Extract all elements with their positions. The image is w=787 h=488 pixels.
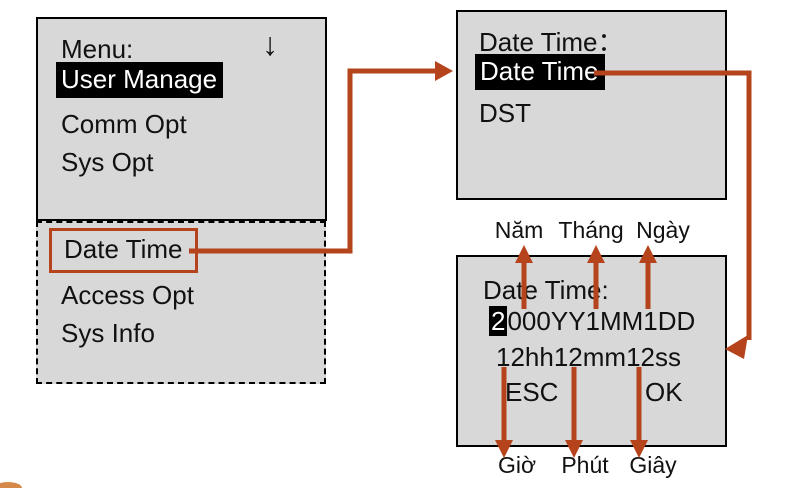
menu-item-date-time-label: Date Time bbox=[64, 234, 183, 264]
date-cursor-char: 2 bbox=[489, 306, 508, 336]
main-menu-title: Menu: bbox=[61, 34, 134, 64]
label-day: Ngày bbox=[636, 217, 690, 243]
label-minute: Phút bbox=[561, 452, 609, 478]
scroll-down-icon: ↓ bbox=[262, 26, 278, 62]
label-year: Năm bbox=[494, 217, 544, 243]
menu-item-sys-info[interactable]: Sys Info bbox=[61, 318, 155, 348]
screen-main-menu-page2: Date Time Access Opt Sys Info bbox=[36, 221, 326, 384]
submenu-item-date-time[interactable]: Date Time bbox=[475, 54, 605, 90]
menu-item-comm-opt[interactable]: Comm Opt bbox=[61, 109, 187, 139]
esc-button[interactable]: ESC bbox=[505, 377, 559, 407]
menu-item-access-opt[interactable]: Access Opt bbox=[61, 280, 194, 310]
label-month: Tháng bbox=[558, 217, 624, 243]
label-second: Giây bbox=[629, 452, 677, 478]
screen-datetime-edit: Date Time: 2000YY1MM1DD 12hh12mm12ss ESC… bbox=[456, 255, 727, 447]
menu-item-user-manage[interactable]: User Manage bbox=[56, 62, 224, 98]
ok-button[interactable]: OK bbox=[645, 377, 683, 407]
screen-main-menu: Menu: ↓ User Manage Comm Opt Sys Opt bbox=[36, 17, 327, 221]
label-hour: Giờ bbox=[497, 452, 537, 478]
time-value-row[interactable]: 12hh12mm12ss bbox=[496, 342, 681, 372]
date-value-row[interactable]: 2000YY1MM1DD bbox=[489, 306, 695, 336]
corner-mark bbox=[0, 482, 22, 488]
menu-item-sys-opt[interactable]: Sys Opt bbox=[61, 147, 154, 177]
screen-datetime-menu: Date Time： Date Time DST bbox=[456, 10, 727, 200]
datetime-edit-title: Date Time: bbox=[483, 275, 609, 305]
date-value-rest: 000YY1MM1DD bbox=[507, 306, 696, 336]
submenu-item-dst[interactable]: DST bbox=[479, 98, 531, 128]
datetime-menu-title: Date Time： bbox=[479, 27, 624, 57]
menu-item-date-time[interactable]: Date Time bbox=[49, 228, 198, 273]
